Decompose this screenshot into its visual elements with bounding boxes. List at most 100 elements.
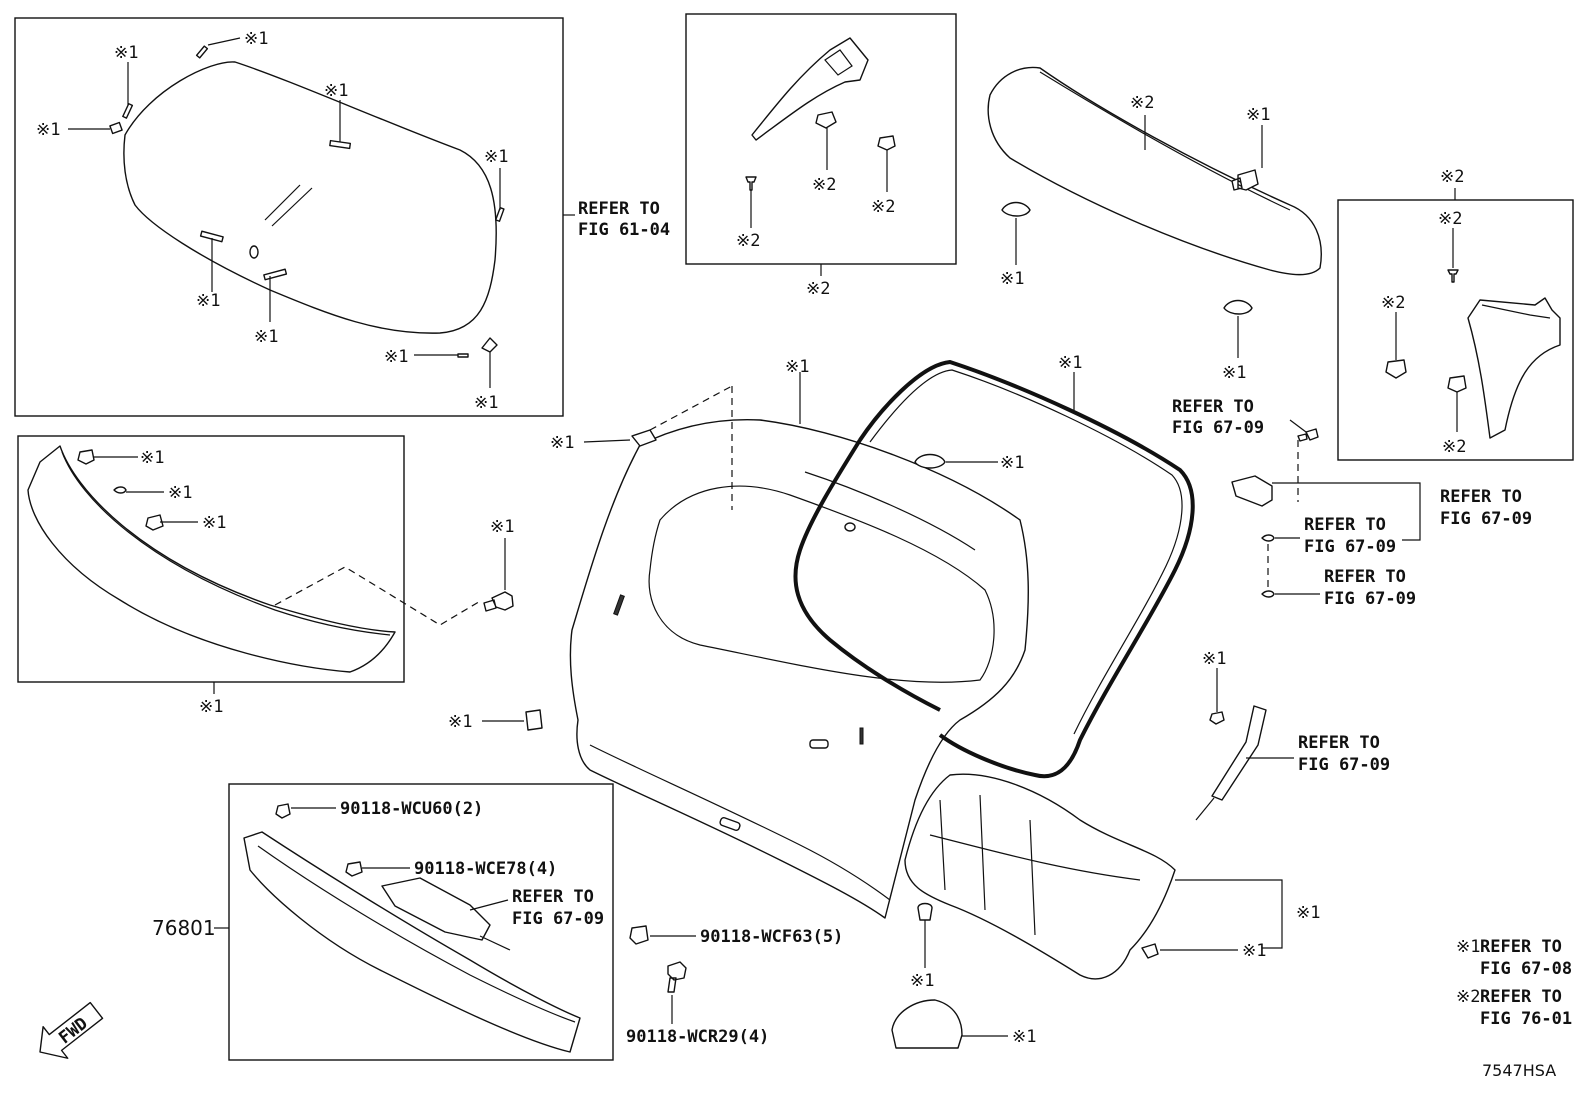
spoiler-bolt[interactable] bbox=[1231, 169, 1259, 191]
trim-cover[interactable] bbox=[891, 999, 963, 1049]
back-door-dash-h bbox=[649, 385, 733, 431]
pillar-clip-b[interactable] bbox=[877, 135, 896, 151]
refer-stay-1: REFER TO bbox=[1298, 733, 1380, 753]
trim-screw[interactable] bbox=[1141, 943, 1159, 959]
back-door-hole-a bbox=[844, 522, 856, 532]
hinge-bolt-top[interactable] bbox=[1297, 428, 1319, 442]
back-window-glass-group: ※1 ※1 ※1 ※1 ※1 ※1 ※1 ※1 ※1 REFER TO FIG … bbox=[14, 17, 670, 417]
pn-wcf63: 90118-WCF63(5) bbox=[700, 927, 843, 947]
label-pad-mid-left: ※1 bbox=[448, 712, 472, 732]
legend: ※1 REFER TO FIG 67-08 ※2 REFER TO FIG 76… bbox=[1456, 937, 1572, 1029]
refer-hinge-1: REFER TO bbox=[1440, 487, 1522, 507]
hinge-nut-a[interactable] bbox=[1261, 534, 1275, 542]
label-lg-clip: ※1 bbox=[168, 483, 192, 503]
pad-mid-left[interactable] bbox=[525, 709, 543, 731]
back-door-inner-line bbox=[804, 471, 976, 551]
refer-nut-b-2: FIG 67-09 bbox=[1324, 589, 1416, 609]
glass-clip-top[interactable] bbox=[329, 139, 352, 150]
garnish-76801-box bbox=[228, 783, 614, 1061]
label-glass-pin: ※1 bbox=[384, 347, 408, 367]
back-door-slot-b bbox=[719, 816, 741, 832]
door-trim-board[interactable] bbox=[904, 773, 1176, 980]
right-pillar-clip-a[interactable] bbox=[1385, 359, 1407, 379]
right-pillar-garnish[interactable] bbox=[1467, 297, 1561, 439]
back-window-box bbox=[14, 17, 564, 417]
weatherstrip-plug[interactable] bbox=[914, 453, 946, 469]
license-lamp[interactable] bbox=[381, 877, 491, 941]
trim-clip[interactable] bbox=[917, 902, 933, 921]
pillar-clip-a[interactable] bbox=[815, 111, 837, 129]
hinge-nut-b[interactable] bbox=[1261, 590, 1275, 598]
back-window-glass[interactable] bbox=[123, 61, 497, 334]
pn-76801: 76801 bbox=[152, 916, 216, 940]
bolt-left-group: ※1 bbox=[483, 517, 514, 612]
garnish-bolt[interactable] bbox=[483, 591, 514, 612]
label-weatherstrip: ※1 bbox=[1058, 353, 1082, 373]
glass-defogger-line-a bbox=[264, 184, 301, 221]
lower-garnish[interactable] bbox=[27, 445, 396, 673]
label-right-clip-a: ※2 bbox=[1381, 293, 1405, 313]
label-right-pin: ※2 bbox=[1438, 209, 1462, 229]
glass-clip-top-small[interactable] bbox=[195, 45, 209, 59]
weatherstrip[interactable] bbox=[793, 359, 1195, 779]
label-door: ※1 bbox=[785, 357, 809, 377]
label-bolt-left: ※1 bbox=[490, 517, 514, 537]
label-spoiler: ※2 bbox=[1130, 93, 1154, 113]
label-plug: ※1 bbox=[1000, 453, 1024, 473]
lower-garnish-box bbox=[17, 435, 405, 683]
glass-pin-bottom[interactable] bbox=[457, 353, 469, 358]
lower-garnish-screw[interactable] bbox=[145, 514, 164, 531]
glass-clip-upper-left[interactable] bbox=[122, 103, 134, 119]
door-trim-inner-b bbox=[929, 834, 1141, 881]
garnish-76801[interactable] bbox=[243, 831, 581, 1053]
pillar-garnish-group: ※2 ※2 ※2 ※2 bbox=[685, 13, 957, 299]
roof-spoiler[interactable] bbox=[987, 66, 1322, 276]
refer-hinge-2: FIG 67-09 bbox=[1440, 509, 1532, 529]
back-door-tab[interactable] bbox=[631, 429, 657, 447]
refer-lamp-2: FIG 67-09 bbox=[512, 909, 604, 929]
leader-hinge-box bbox=[1272, 482, 1421, 541]
label-trim-clip: ※1 bbox=[910, 971, 934, 991]
glass-clip-right[interactable] bbox=[495, 206, 505, 222]
spoiler-grommet-b[interactable] bbox=[1223, 299, 1253, 315]
label-glass-bl: ※1 bbox=[196, 291, 220, 311]
back-door-group: ※1 ※1 bbox=[550, 357, 1029, 919]
wcr29-bolt[interactable] bbox=[667, 961, 687, 993]
wcf63-clip[interactable] bbox=[629, 925, 649, 945]
legend-note2-ref: REFER TO bbox=[1480, 987, 1562, 1007]
glass-clip-left[interactable] bbox=[109, 121, 123, 135]
label-lg-box: ※1 bbox=[199, 697, 223, 717]
lower-garnish-clip[interactable] bbox=[113, 486, 127, 494]
label-grommet-a: ※1 bbox=[1000, 269, 1024, 289]
leader-glass-top-small bbox=[207, 37, 241, 46]
refer-nut-b-1: REFER TO bbox=[1324, 567, 1406, 587]
refer-nut-a-2: FIG 67-09 bbox=[1304, 537, 1396, 557]
lower-garnish-dash bbox=[274, 566, 483, 626]
glass-clip-bottom-left[interactable] bbox=[199, 230, 224, 243]
hinge[interactable] bbox=[1231, 475, 1273, 507]
legend-note2-sym: ※2 bbox=[1456, 987, 1480, 1007]
right-pillar-clip-b[interactable] bbox=[1447, 375, 1467, 393]
pillar-garnish[interactable] bbox=[751, 37, 869, 141]
fwd-arrow-shape bbox=[39, 1001, 104, 1059]
stay-bolt[interactable] bbox=[1209, 711, 1225, 725]
right-pillar-pin[interactable] bbox=[1447, 269, 1459, 283]
glass-spacer-bottom[interactable] bbox=[481, 337, 498, 353]
label-grommet-b: ※1 bbox=[1222, 363, 1246, 383]
pn-wce78: 90118-WCE78(4) bbox=[414, 859, 557, 879]
wce78-screw[interactable] bbox=[345, 861, 363, 877]
lower-garnish-nut[interactable] bbox=[77, 449, 95, 465]
back-door-stay[interactable] bbox=[1211, 705, 1267, 801]
lower-garnish-inner bbox=[61, 451, 391, 636]
leader-door-tab bbox=[583, 439, 631, 443]
spoiler-grommet-a[interactable] bbox=[1001, 201, 1031, 217]
diagram-code: 7547HSA bbox=[1482, 1061, 1556, 1080]
right-pillar-group: ※2 ※2 ※2 ※2 bbox=[1337, 167, 1574, 461]
label-glass-br: ※1 bbox=[254, 327, 278, 347]
leader-lamp bbox=[469, 899, 509, 911]
back-door-slot-a bbox=[809, 739, 829, 749]
pillar-pin[interactable] bbox=[745, 176, 757, 191]
wcu60-nut[interactable] bbox=[275, 803, 291, 819]
pillar-garnish-box bbox=[685, 13, 957, 265]
